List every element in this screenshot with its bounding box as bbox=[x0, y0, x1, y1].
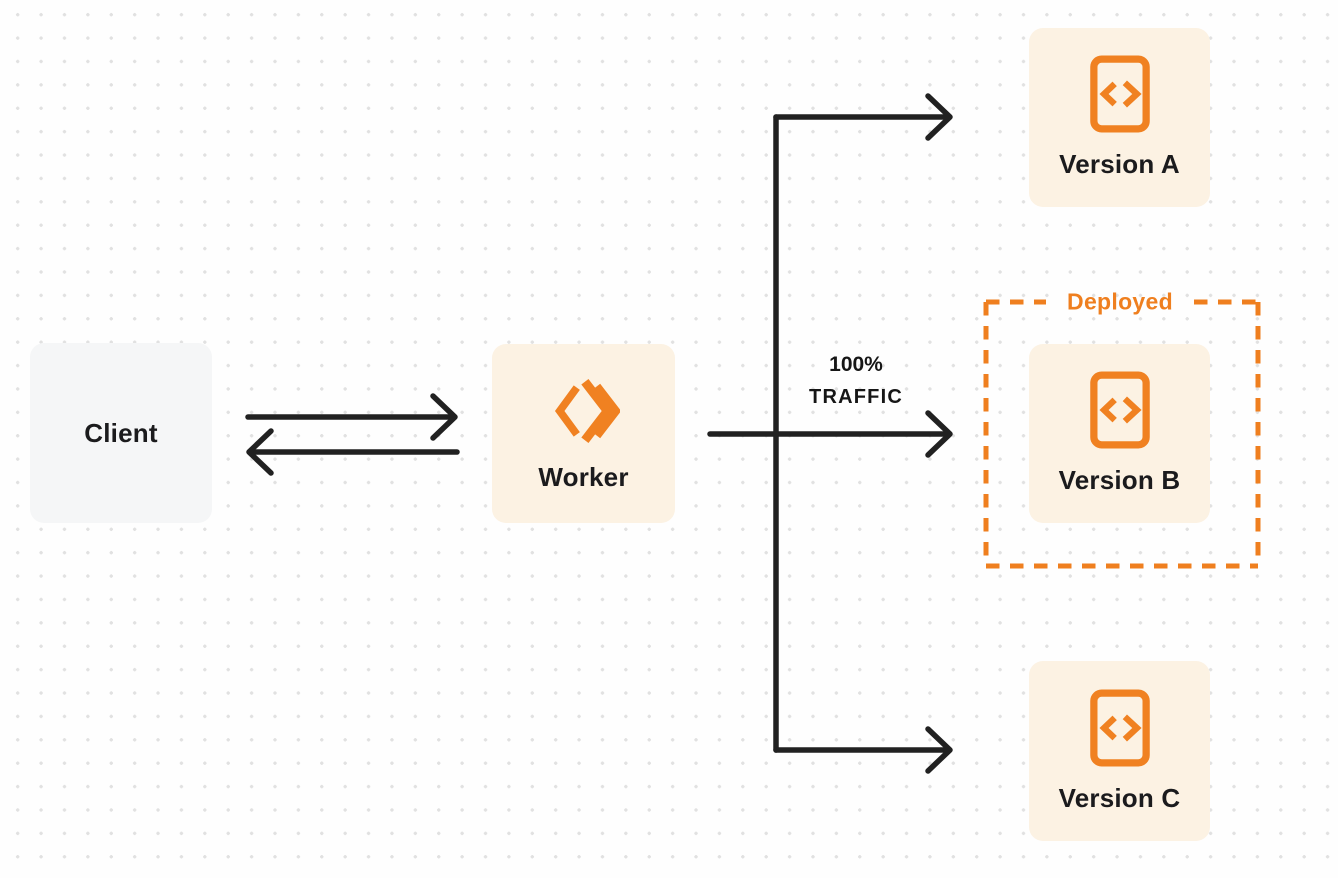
cloudflare-workers-icon bbox=[548, 374, 620, 448]
code-file-icon bbox=[1089, 55, 1150, 133]
version-c-label: Version C bbox=[1058, 782, 1181, 813]
arrowhead-client-to-worker bbox=[430, 393, 458, 441]
node-worker: Worker bbox=[492, 344, 675, 523]
version-a-label: Version A bbox=[1059, 149, 1180, 179]
code-file-icon bbox=[1089, 689, 1150, 767]
arrowhead-worker-to-client bbox=[246, 428, 274, 476]
code-file-icon bbox=[1089, 371, 1150, 449]
node-version-c: Version C bbox=[1029, 661, 1210, 841]
node-client: Client bbox=[30, 343, 212, 523]
node-version-b: Version B bbox=[1029, 344, 1210, 523]
worker-label: Worker bbox=[538, 462, 629, 492]
arrowhead-to-version-c bbox=[925, 726, 953, 774]
arrowhead-worker-to-version-b bbox=[925, 410, 953, 458]
deployed-group-label: Deployed bbox=[1067, 288, 1173, 315]
arrowhead-to-version-a bbox=[925, 93, 953, 141]
version-b-label: Version B bbox=[1058, 465, 1181, 495]
node-version-a: Version A bbox=[1029, 28, 1210, 207]
traffic-annotation: 100% TRAFFIC bbox=[809, 348, 903, 414]
client-label: Client bbox=[84, 417, 158, 448]
traffic-percentage: 100% bbox=[829, 353, 883, 376]
traffic-word: TRAFFIC bbox=[809, 386, 903, 408]
